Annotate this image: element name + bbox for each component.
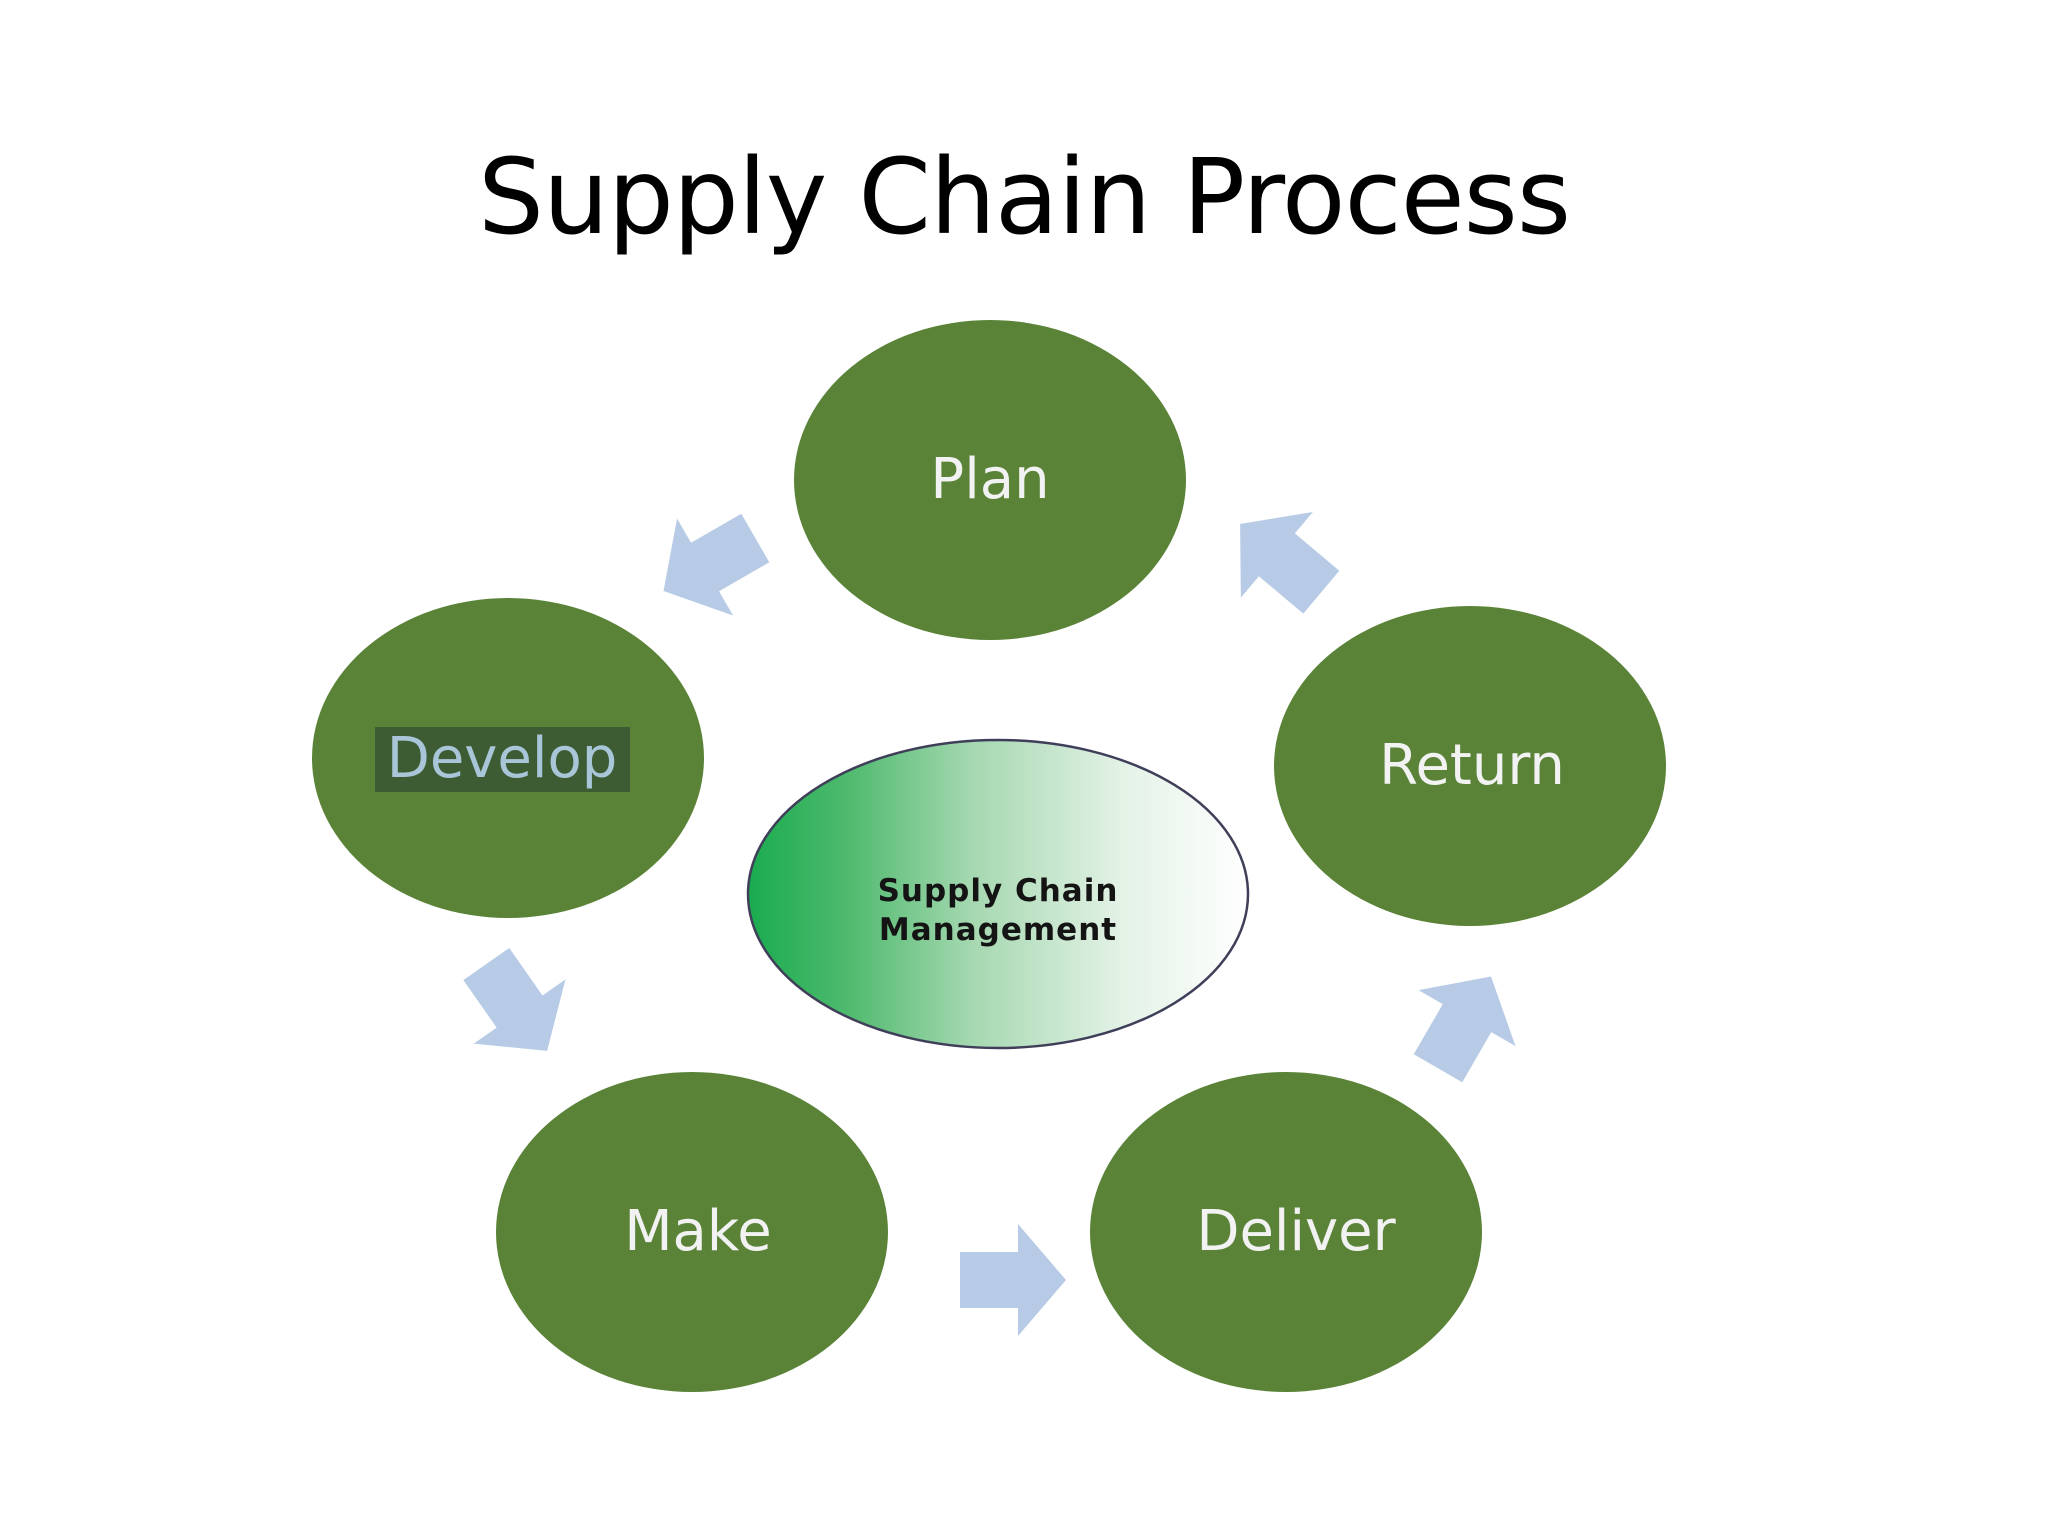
center-node: Supply Chain Management [746, 738, 1250, 1050]
node-deliver: Deliver [1090, 1072, 1482, 1392]
node-plan-label: Plan [930, 447, 1049, 512]
center-label-line1: Supply Chain [878, 873, 1119, 909]
slide-title: Supply Chain Process [477, 136, 1571, 258]
develop-highlight [375, 727, 630, 792]
arrow-plan-to-develop [635, 489, 784, 640]
center-label-line2: Management [879, 912, 1117, 948]
node-develop-label: Develop [387, 726, 618, 791]
arrow-return-to-plan [1204, 481, 1358, 636]
node-return: Return [1274, 606, 1666, 926]
node-plan: Plan [794, 320, 1186, 640]
node-make: Make [496, 1072, 888, 1392]
arrow-make-to-deliver [960, 1224, 1066, 1336]
node-make-label: Make [624, 1199, 772, 1264]
node-return-label: Return [1379, 733, 1565, 798]
arrow-develop-to-make [440, 931, 593, 1083]
node-develop: Develop [312, 598, 704, 918]
node-deliver-label: Deliver [1196, 1199, 1396, 1264]
arrow-deliver-to-return [1389, 948, 1540, 1097]
